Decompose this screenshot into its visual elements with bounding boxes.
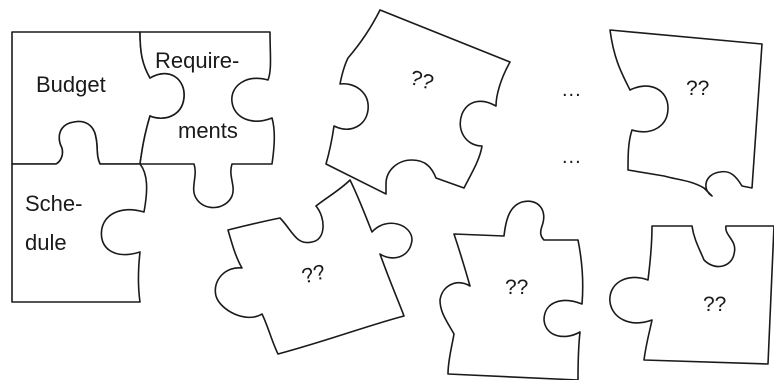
requirements-label-line1: Require- <box>155 48 239 74</box>
unknown-piece-4-label: ?? <box>505 275 528 300</box>
budget-label: Budget <box>36 72 106 98</box>
ellipsis-top: ... <box>562 78 582 102</box>
ellipsis-middle: ... <box>562 145 582 169</box>
unknown-piece-5-label: ?? <box>703 292 726 317</box>
unknown-piece-2 <box>610 30 762 196</box>
unknown-piece-2-label: ?? <box>686 76 709 101</box>
unknown-piece-5 <box>610 226 774 364</box>
requirements-label-line2: ments <box>178 118 238 144</box>
schedule-label-line2: dule <box>25 230 67 256</box>
unknown-piece-1 <box>326 10 510 194</box>
schedule-label-line1: Sche- <box>25 191 82 217</box>
